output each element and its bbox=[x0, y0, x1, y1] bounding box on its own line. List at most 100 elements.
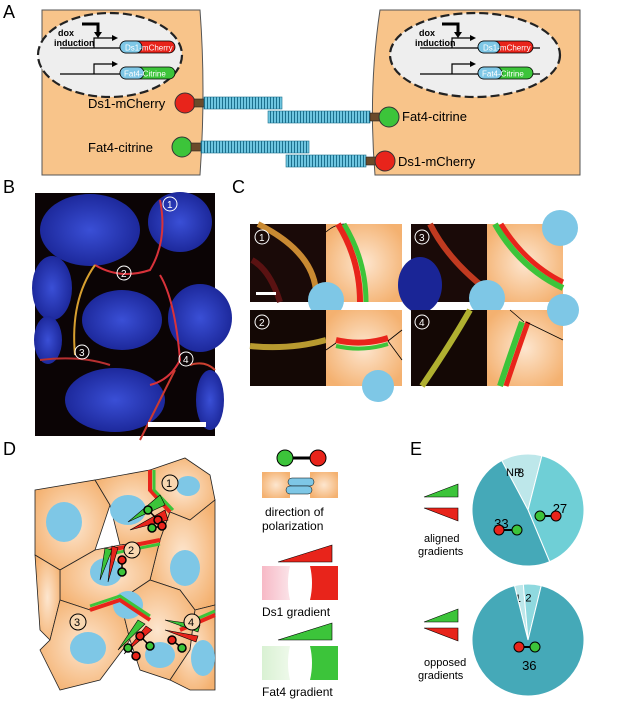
panel-label-b: B bbox=[3, 177, 15, 197]
svg-text:3: 3 bbox=[79, 348, 85, 359]
svg-text:3: 3 bbox=[74, 617, 80, 629]
promoter-arrow-icon bbox=[470, 35, 476, 41]
panel-label-d: D bbox=[3, 439, 16, 459]
pie-value-label: 36 bbox=[522, 658, 536, 673]
fat4-green-circle bbox=[378, 106, 400, 128]
circled-number-2: 2 bbox=[123, 541, 141, 559]
arrow-head-icon bbox=[454, 32, 462, 38]
svg-text:4: 4 bbox=[188, 617, 194, 629]
svg-text:4: 4 bbox=[183, 355, 189, 366]
circled-number-1: 1 bbox=[162, 196, 178, 212]
left-nucleus bbox=[36, 11, 184, 99]
pie-dumbbell-icon bbox=[493, 510, 562, 653]
ds1-gradient-label: Ds1 gradient bbox=[262, 605, 331, 619]
opposed-label-2: gradients bbox=[418, 670, 464, 682]
circled-number-3: 3 bbox=[414, 229, 430, 245]
circled-number-1: 1 bbox=[161, 474, 179, 492]
circled-number-1: 1 bbox=[254, 229, 270, 245]
ds1-red-circle bbox=[174, 92, 196, 114]
panel-label-c: C bbox=[232, 177, 245, 197]
fat4-gene-part bbox=[119, 66, 145, 80]
schematic-4 bbox=[487, 294, 579, 387]
fat4-gene-text: Fat4-Citrine bbox=[124, 70, 166, 79]
pie-slice bbox=[471, 459, 551, 567]
svg-text:2: 2 bbox=[121, 269, 127, 280]
panel-label-e: E bbox=[410, 439, 422, 459]
ds1-gene-part bbox=[119, 40, 143, 54]
ds1-gene-text: Ds1-mCherry bbox=[125, 44, 173, 53]
aligned-label-2: gradients bbox=[418, 546, 464, 558]
fat4-gene-part bbox=[477, 66, 503, 80]
svg-text:1: 1 bbox=[166, 478, 172, 490]
linker bbox=[193, 98, 205, 108]
polarization-dumbbells bbox=[117, 505, 187, 661]
promoter-icon bbox=[451, 37, 470, 48]
arrow-icon bbox=[82, 22, 100, 34]
ds1-mcherry-right-label: Ds1-mCherry bbox=[398, 154, 476, 169]
schematic-3 bbox=[469, 210, 578, 316]
aligned-label-1: aligned bbox=[424, 533, 459, 545]
svg-text:3: 3 bbox=[419, 233, 425, 244]
schematic-1 bbox=[308, 222, 402, 318]
promoter-icon bbox=[93, 63, 112, 74]
promoter-arrow-icon bbox=[112, 61, 118, 67]
arrow-head-icon bbox=[94, 32, 102, 38]
opposed-pie-chart: 1236 bbox=[471, 583, 585, 697]
circled-number-3: 3 bbox=[69, 613, 87, 631]
polarization-legend-icon bbox=[262, 449, 338, 498]
pie-slice bbox=[471, 584, 585, 697]
zoom-image-4 bbox=[411, 308, 487, 388]
dox-label-right: dox bbox=[419, 28, 435, 38]
fat4-gradient-legend-icon bbox=[262, 622, 338, 680]
circled-number-4: 4 bbox=[178, 351, 194, 367]
dox-label-left: dox bbox=[58, 28, 74, 38]
zoom-image-2 bbox=[249, 310, 327, 386]
np-label: NP bbox=[506, 467, 521, 479]
ds1-gene-text: Ds1-mCherry bbox=[483, 44, 531, 53]
opposed-label-1: opposed bbox=[424, 657, 466, 669]
direction-line-2: polarization bbox=[262, 519, 323, 533]
svg-text:2: 2 bbox=[128, 545, 134, 557]
panel-label-a: A bbox=[3, 2, 15, 22]
circled-number-4: 4 bbox=[183, 613, 201, 631]
circled-number-2: 2 bbox=[116, 265, 132, 281]
ds1-gradient-legend-icon bbox=[262, 544, 338, 600]
promoter-icon bbox=[451, 63, 470, 74]
pie-slice bbox=[527, 455, 585, 563]
svg-text:1: 1 bbox=[259, 233, 265, 244]
circled-number-3: 3 bbox=[74, 344, 90, 360]
right-nucleus bbox=[388, 11, 562, 99]
circled-number-4: 4 bbox=[414, 314, 430, 330]
svg-text:2: 2 bbox=[259, 318, 265, 329]
linker bbox=[190, 142, 202, 152]
cadherin-repeats bbox=[200, 140, 310, 154]
promoter-arrow-icon bbox=[470, 61, 476, 67]
ds1-gene-part bbox=[477, 40, 501, 54]
pie-value-label: 2 bbox=[525, 592, 531, 604]
svg-text:1: 1 bbox=[167, 200, 173, 211]
promoter-icon bbox=[93, 37, 112, 48]
ds1-red-circle bbox=[374, 150, 396, 172]
fat4-citrine-left-label: Fat4-citrine bbox=[88, 140, 153, 155]
fat4-citrine-right-label: Fat4-citrine bbox=[402, 109, 467, 124]
svg-text:4: 4 bbox=[419, 318, 425, 329]
circled-number-2: 2 bbox=[254, 314, 270, 330]
arrow-icon bbox=[442, 22, 460, 34]
direction-line-1: direction of bbox=[265, 505, 324, 519]
fat4-green-circle bbox=[171, 136, 193, 158]
opposed-wedge-icon bbox=[423, 608, 459, 642]
pie-value-label: 8 bbox=[517, 466, 524, 480]
cadherin-repeats bbox=[203, 96, 283, 110]
microscopy-image bbox=[32, 192, 232, 441]
fat4-gradient-label: Fat4 gradient bbox=[262, 685, 333, 699]
induction-label-right: induction bbox=[415, 38, 456, 48]
promoter-arrow-icon bbox=[112, 35, 118, 41]
aligned-wedge-icon bbox=[423, 483, 459, 522]
ds1-mcherry-left-label: Ds1-mCherry bbox=[88, 96, 166, 111]
cadherin-repeats bbox=[267, 110, 371, 124]
cadherin-repeats bbox=[285, 154, 367, 168]
fat4-gene-text: Fat4-Citrine bbox=[482, 70, 524, 79]
schematic-2 bbox=[325, 310, 403, 402]
induction-label-left: induction bbox=[54, 38, 95, 48]
